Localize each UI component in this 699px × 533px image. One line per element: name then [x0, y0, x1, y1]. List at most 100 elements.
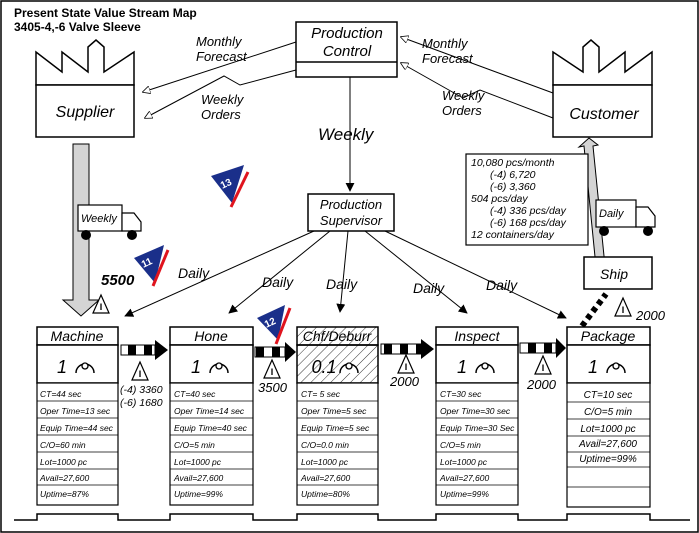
kaizen-number-13: 13: [219, 177, 234, 192]
inspect-data-uptime: Uptime=99%: [440, 489, 489, 499]
machine-data-equip: Equip Time=44 sec: [40, 423, 114, 433]
package-data-ct: CT=10 sec: [584, 390, 633, 401]
hone-data-equip: Equip Time=40 sec: [174, 423, 248, 433]
hone-data: CT=40 sec Oper Time=14 sec Equip Time=40…: [170, 389, 253, 499]
operator-icon: [75, 362, 95, 374]
inventory-hone-chf: I 3500: [258, 358, 288, 395]
inspect-data-avail: Avail=27,600: [439, 473, 490, 483]
package-data-lot: Lot=1000 pc: [580, 424, 635, 435]
machine-data: CT=44 sec Oper Time=13 sec Equip Time=44…: [37, 389, 118, 499]
map-subtitle: 3405-4,-6 Valve Sleeve: [14, 20, 141, 34]
inspect-data-lot: Lot=1000 pc: [440, 457, 488, 467]
process-name-hone: Hone: [194, 328, 228, 344]
svg-text:I: I: [271, 367, 274, 377]
hone-data-co: C/O=5 min: [174, 440, 215, 450]
inspect-data-equip: Equip Time=30 Sec: [440, 423, 515, 433]
orders-from-customer-arrow: [401, 63, 554, 119]
daily-label-4: Daily: [413, 280, 445, 296]
kaizen-number-12: 12: [263, 316, 278, 331]
machine-data-avail: Avail=27,600: [39, 473, 90, 483]
ship-label: Ship: [600, 266, 628, 282]
push-arrow-inspect-package: [519, 338, 566, 358]
push-arrow-chf-inspect: [380, 339, 434, 359]
production-control-line2: Control: [323, 43, 372, 60]
production-control-line1: Production: [311, 25, 383, 42]
weekly-orders-left-1: Weekly: [201, 92, 245, 107]
hone-data-lot: Lot=1000 pc: [174, 457, 222, 467]
chf-data-uptime: Uptime=80%: [301, 489, 350, 499]
supplier-label: Supplier: [56, 104, 115, 121]
operator-count-machine: 1: [57, 357, 67, 377]
daily-label-1: Daily: [178, 265, 210, 281]
production-supervisor-line1: Production: [320, 197, 382, 212]
daily-label-2: Daily: [262, 274, 294, 290]
operator-count-chf: 0.1: [311, 357, 336, 377]
inventory-inspect-package: I 2000: [526, 354, 557, 392]
process-data-boxes: CT=44 sec Oper Time=13 sec Equip Time=44…: [37, 389, 650, 499]
weekly-label: Weekly: [318, 125, 375, 144]
package-data-avail: Avail=27,600: [578, 439, 637, 450]
weekly-orders-left-2: Orders: [201, 107, 241, 122]
package-data-co: C/O=5 min: [584, 407, 633, 418]
chf-data-co: C/O=0.0 min: [301, 440, 349, 450]
monthly-forecast-right-1: Monthly: [422, 36, 469, 51]
monthly-forecast-left-2: Forecast: [196, 49, 248, 64]
chf-data-equip: Equip Time=5 sec: [301, 423, 370, 433]
package-data: CT=10 sec C/O=5 min Lot=1000 pc Avail=27…: [567, 390, 650, 488]
machine-data-co: C/O=60 min: [40, 440, 86, 450]
hone-data-uptime: Uptime=99%: [174, 489, 223, 499]
chf-data-avail: Avail=27,600: [300, 473, 351, 483]
demand-line-3: (-6) 3,360: [490, 181, 536, 193]
hone-data-avail: Avail=27,600: [173, 473, 224, 483]
process-name-package: Package: [581, 328, 636, 344]
inspect-data-oper: Oper Time=30 sec: [440, 406, 511, 416]
monthly-forecast-right-2: Forecast: [422, 51, 474, 66]
demand-line-6: (-6) 168 pcs/day: [490, 217, 567, 229]
operator-icon: [606, 362, 626, 374]
svg-text:I: I: [622, 305, 625, 315]
chf-data-lot: Lot=1000 pc: [301, 457, 349, 467]
ship-box: Ship: [583, 256, 653, 290]
push-arrow-hone-chf: [254, 342, 296, 362]
machine-data-uptime: Uptime=87%: [40, 489, 89, 499]
monthly-forecast-left-1: Monthly: [196, 34, 243, 49]
demand-line-4: 504 pcs/day: [471, 193, 528, 205]
operator-icon: [209, 362, 229, 374]
process-package: Package 1: [566, 326, 651, 508]
hone-data-oper: Oper Time=14 sec: [174, 406, 245, 416]
lead-time-ladder: [14, 513, 690, 521]
svg-text:I: I: [100, 302, 103, 312]
inventory-machine-hone: I (-4) 3360 (-6) 1680: [120, 360, 163, 409]
daily-arrow-machine: [124, 230, 315, 317]
package-to-ship-push: [579, 292, 609, 328]
svg-text:I: I: [405, 362, 408, 372]
kaizen-burst-12: 12: [257, 305, 292, 345]
inventory-machine-hone-qty-1: (-4) 3360: [120, 384, 163, 396]
inventory-chf-inspect: I 2000: [389, 353, 420, 389]
demand-line-5: (-4) 336 pcs/day: [490, 205, 567, 217]
inspect-data-ct: CT=30 sec: [440, 389, 482, 399]
supplier-factory: Supplier: [35, 39, 135, 138]
kaizen-burst-13: 13: [211, 165, 250, 208]
daily-label-5: Daily: [486, 277, 518, 293]
inventory-hone-chf-qty: 3500: [258, 380, 288, 395]
hone-data-ct: CT=40 sec: [174, 389, 216, 399]
demand-line-1: 10,080 pcs/month: [471, 157, 555, 169]
chf-data: CT= 5 sec Oper Time=5 sec Equip Time=5 s…: [297, 389, 378, 499]
daily-arrow-inspect: [364, 230, 468, 314]
svg-text:I: I: [139, 369, 142, 379]
daily-arrow-chf: [336, 230, 349, 313]
inventory-chf-inspect-qty: 2000: [389, 374, 420, 389]
inspect-data-co: C/O=5 min: [440, 440, 481, 450]
truck-left-label: Weekly: [81, 213, 118, 225]
map-title: Present State Value Stream Map: [14, 6, 197, 20]
kaizen-number-11: 11: [140, 256, 155, 271]
forecast-to-supplier-arrow: [143, 41, 297, 92]
demand-line-2: (-4) 6,720: [490, 169, 536, 181]
production-supervisor-line2: Supervisor: [320, 213, 383, 228]
inspect-data: CT=30 sec Oper Time=30 sec Equip Time=30…: [436, 389, 518, 499]
forecast-from-customer-arrow: [401, 37, 554, 94]
push-arrow-machine-hone: [120, 340, 168, 360]
